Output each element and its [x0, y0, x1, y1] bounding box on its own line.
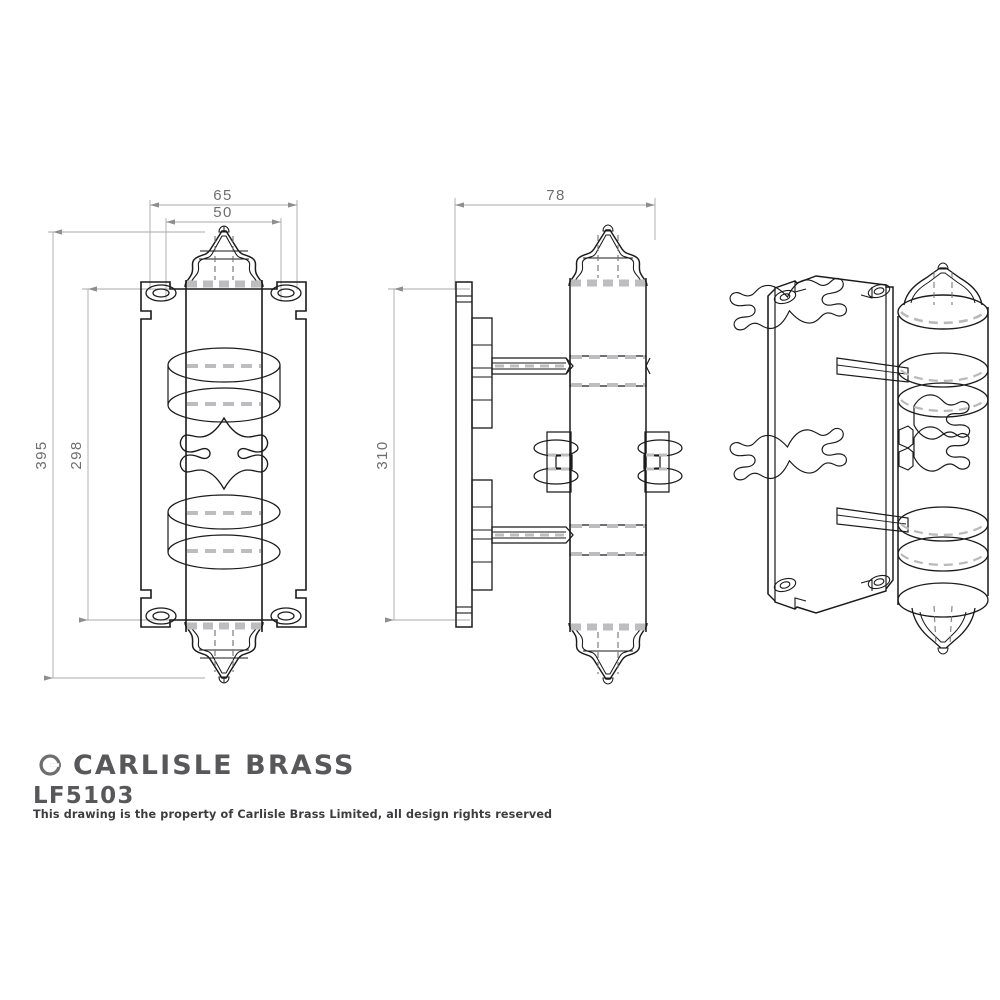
copyright-notice: This drawing is the property of Carlisle… [33, 808, 553, 822]
brand-row: CARLISLE BRASS [33, 748, 673, 782]
dim-label-78: 78 [546, 187, 566, 204]
dim-label-395: 395 [33, 440, 50, 469]
side-view-hidden-lines [495, 235, 668, 674]
front-elevation-view [140, 225, 307, 684]
side-view-dimensions [385, 198, 656, 623]
title-block: CARLISLE BRASS LF5103 This drawing is th… [33, 748, 673, 821]
dim-label-65: 65 [213, 187, 233, 204]
product-code: LF5103 [33, 783, 135, 809]
front-view-hidden-lines [187, 236, 261, 672]
isometric-view [729, 262, 989, 655]
dim-label-298: 298 [68, 440, 85, 469]
isometric-hidden-lines [900, 272, 986, 646]
front-view-dimensions [44, 200, 298, 681]
dim-label-310: 310 [374, 440, 391, 469]
brand-name: CARLISLE BRASS [73, 749, 356, 781]
dim-label-50: 50 [213, 204, 233, 221]
carlisle-c-spiral-logo-icon [34, 751, 61, 779]
